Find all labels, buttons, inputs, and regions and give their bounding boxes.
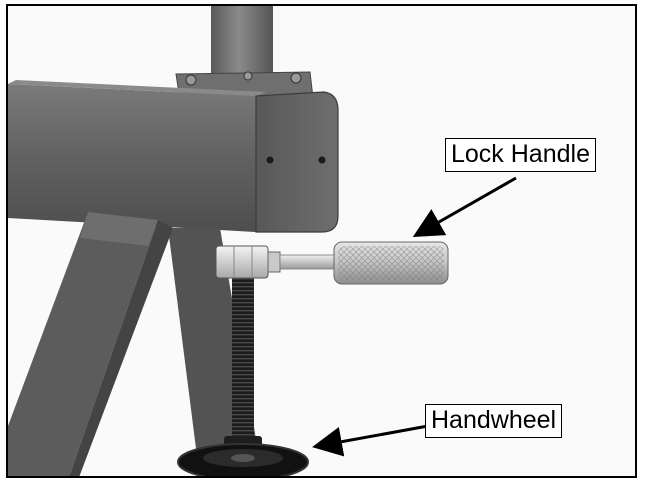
lock-handle-callout: Lock Handle bbox=[445, 138, 596, 172]
left-leg bbox=[8, 212, 158, 476]
screw-hole-icon bbox=[266, 156, 274, 164]
handwheel-callout: Handwheel bbox=[425, 404, 563, 438]
leg-edge bbox=[69, 220, 173, 476]
lock-handle-rod bbox=[279, 254, 337, 270]
photo-frame bbox=[6, 4, 637, 478]
machine-stand-photo bbox=[8, 6, 449, 476]
bolt-icon bbox=[290, 72, 302, 84]
nut-collar bbox=[267, 251, 281, 273]
beam-end-cap bbox=[255, 91, 339, 233]
leveling-screw bbox=[232, 272, 254, 454]
vertical-post bbox=[211, 6, 273, 76]
horizontal-beam bbox=[8, 84, 256, 232]
leg-weld bbox=[80, 212, 158, 246]
beam-top-face bbox=[8, 80, 266, 96]
screw-hole-icon bbox=[318, 156, 326, 164]
bolt-icon bbox=[243, 71, 253, 81]
lock-nut bbox=[215, 245, 269, 279]
bolt-icon bbox=[185, 74, 197, 86]
